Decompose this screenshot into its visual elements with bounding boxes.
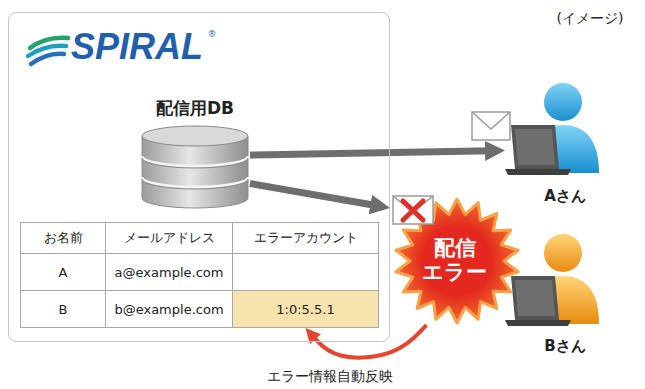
delivery-arrow [250, 184, 377, 206]
error-code: 1:0:5.5.1 [276, 302, 334, 317]
cylinder-body [142, 136, 248, 208]
table-cell-text: a@example.com [115, 265, 224, 280]
failed-envelope [393, 196, 433, 224]
person-head [544, 234, 582, 272]
recipient-a: Aさん [505, 75, 625, 210]
mail-envelope [472, 112, 510, 140]
error-label: 配信 エラー [420, 236, 489, 284]
table-header-text: メールアドレス [124, 229, 215, 247]
person-name: Bさん [544, 337, 585, 356]
laptop-screen [511, 276, 559, 320]
table-cell: a@example.com [106, 254, 232, 290]
envelope-body [472, 112, 510, 140]
database-label: 配信用DB [156, 98, 234, 118]
image-note-text: (イメージ) [557, 10, 624, 28]
table-line [105, 223, 106, 328]
registered-mark: ® [205, 28, 219, 40]
envelope-body [393, 196, 433, 224]
person-head [544, 83, 582, 121]
database-cylinder: 配信用DB [140, 98, 250, 212]
table-header: お名前 [21, 223, 105, 253]
delivery-arrow [250, 151, 492, 155]
envelope-flap [472, 112, 510, 129]
table-cell-text: A [59, 265, 68, 280]
image-note: (イメージ) [538, 8, 642, 30]
recipient-b: Bさん [505, 226, 625, 360]
error-cross [403, 201, 423, 220]
table-line [21, 253, 379, 254]
laptop-base [505, 320, 571, 326]
cylinder-band [142, 156, 248, 166]
edge-label: エラー情報自動反映 [265, 368, 395, 386]
table-cell: b@example.com [106, 291, 232, 327]
logo-stroke [31, 54, 64, 64]
person-name: Aさん [544, 187, 586, 206]
laptop-screen [515, 280, 555, 316]
table-cell-text: b@example.com [114, 302, 223, 317]
logo-text: SPIRAL [71, 29, 203, 65]
logo-swoosh [28, 38, 68, 64]
cylinder-band [142, 158, 248, 168]
delivery-error-burst: 配信 エラー [390, 195, 520, 325]
cylinder-band [142, 177, 248, 187]
laptop-screen [511, 125, 559, 169]
table-cell-text: B [59, 302, 68, 317]
edge-label-box: エラー情報自動反映 [230, 367, 430, 387]
error-cell: 1:0:5.5.1 [232, 290, 379, 328]
laptop-base [505, 169, 571, 175]
cylinder-band [142, 179, 248, 189]
panel-box: SPIRAL 配信用DB 1:0:5.5.1 [8, 12, 390, 342]
laptop-screen [515, 129, 555, 165]
table-grid [21, 223, 379, 328]
cylinder-top [142, 126, 248, 146]
table-header: エラーアカウント [233, 223, 378, 253]
table-border [21, 223, 379, 328]
table-header-text: エラーアカウント [254, 229, 358, 247]
table-cell: B [21, 291, 105, 327]
table-header-text: お名前 [44, 229, 83, 247]
registered-mark-text: ® [208, 29, 217, 39]
table-header: メールアドレス [106, 223, 232, 253]
table-cell: A [21, 254, 105, 290]
